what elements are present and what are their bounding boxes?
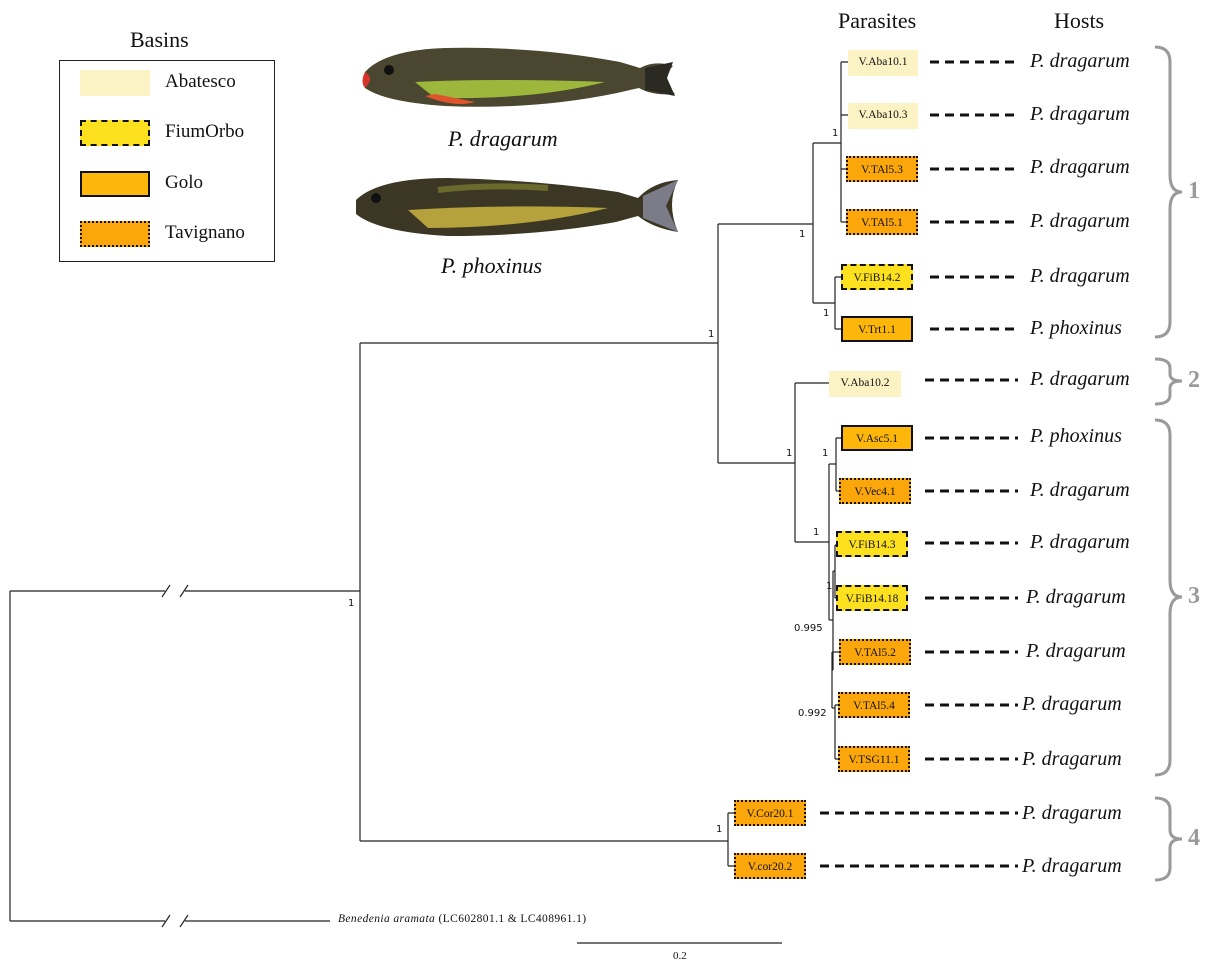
host-label: P. phoxinus <box>1030 317 1122 339</box>
fish-caption-dragarum: P. dragarum <box>448 126 558 151</box>
tip-label: V.Vec4.1 <box>839 478 911 504</box>
tip-label: V.FiB14.2 <box>841 264 913 290</box>
support-value: 1 <box>826 581 833 592</box>
host-label: P. dragarum <box>1026 640 1126 662</box>
tip-label: V.Trt1.1 <box>841 316 913 342</box>
legend-label: Abatesco <box>165 71 236 92</box>
tip-label: V.Cor20.1 <box>734 800 806 826</box>
legend-swatch-golo <box>80 171 150 197</box>
host-label: P. dragarum <box>1022 748 1122 770</box>
support-value: 1 <box>822 448 829 459</box>
fish-image-phoxinus <box>356 178 678 236</box>
parasites-header: Parasites <box>838 8 917 33</box>
tip-label: V.TAl5.2 <box>839 639 911 665</box>
clade-number: 4 <box>1188 825 1200 851</box>
outgroup-accessions: (LC602801.1 & LC408961.1) <box>438 913 587 925</box>
tip-label: V.Aba10.3 <box>848 103 918 129</box>
clade-number: 1 <box>1188 178 1200 204</box>
host-label: P. dragarum <box>1030 368 1130 390</box>
tip-label: V.TSG11.1 <box>838 746 910 772</box>
tip-label: V.TAl5.3 <box>846 156 918 182</box>
legend-swatch-fiumorbo <box>80 120 150 146</box>
fish-image-dragarum <box>362 47 675 107</box>
fish-caption-phoxinus: P. phoxinus <box>441 253 543 278</box>
host-label: P. dragarum <box>1030 210 1130 232</box>
host-label: P. dragarum <box>1030 531 1130 553</box>
support-value: 1 <box>716 824 723 835</box>
legend-label: FiumOrbo <box>165 121 245 142</box>
legend-label: Golo <box>165 172 203 193</box>
host-label: P. dragarum <box>1030 156 1130 178</box>
support-value: 1 <box>799 229 806 240</box>
host-label: P. dragarum <box>1026 586 1126 608</box>
outgroup-label: Benedenia aramata (LC602801.1 & LC408961… <box>338 913 586 925</box>
support-value: 1 <box>708 329 715 340</box>
support-value: 1 <box>813 527 820 538</box>
scale-bar-label: 0.2 <box>673 950 687 962</box>
tip-label: V.Aba10.1 <box>848 50 918 76</box>
host-label: P. dragarum <box>1030 103 1130 125</box>
support-value: 1 <box>832 128 839 139</box>
host-label: P. dragarum <box>1030 50 1130 72</box>
tip-label: V.Aba10.2 <box>829 371 901 397</box>
support-value: 1 <box>348 598 355 609</box>
hosts-header: Hosts <box>1054 8 1105 33</box>
support-value: 1 <box>786 448 793 459</box>
tip-label: V.TAl5.4 <box>838 692 910 718</box>
outgroup-species: Benedenia aramata <box>338 913 436 925</box>
tip-label: V.TAl5.1 <box>846 209 918 235</box>
legend-label: Tavignano <box>165 222 245 243</box>
support-value: 1 <box>823 308 830 319</box>
host-label: P. phoxinus <box>1030 425 1122 447</box>
host-label: P. dragarum <box>1030 265 1130 287</box>
host-label: P. dragarum <box>1022 855 1122 877</box>
tip-label: V.FiB14.3 <box>836 531 908 557</box>
tip-label: V.FiB14.18 <box>836 585 908 611</box>
basin-legend: Abatesco FiumOrbo Golo Tavignano <box>59 60 275 262</box>
clade-number: 3 <box>1188 583 1200 609</box>
host-label: P. dragarum <box>1022 693 1122 715</box>
legend-title: Basins <box>130 27 189 52</box>
clade-number: 2 <box>1188 367 1200 393</box>
legend-swatch-abatesco <box>80 70 150 96</box>
support-value: 0.992 <box>798 708 827 719</box>
support-value: 0.995 <box>794 623 823 634</box>
host-label: P. dragarum <box>1030 479 1130 501</box>
tip-label: V.cor20.2 <box>734 853 806 879</box>
tip-label: V.Asc5.1 <box>841 425 913 451</box>
host-label: P. dragarum <box>1022 802 1122 824</box>
legend-swatch-tavignano <box>80 221 150 247</box>
